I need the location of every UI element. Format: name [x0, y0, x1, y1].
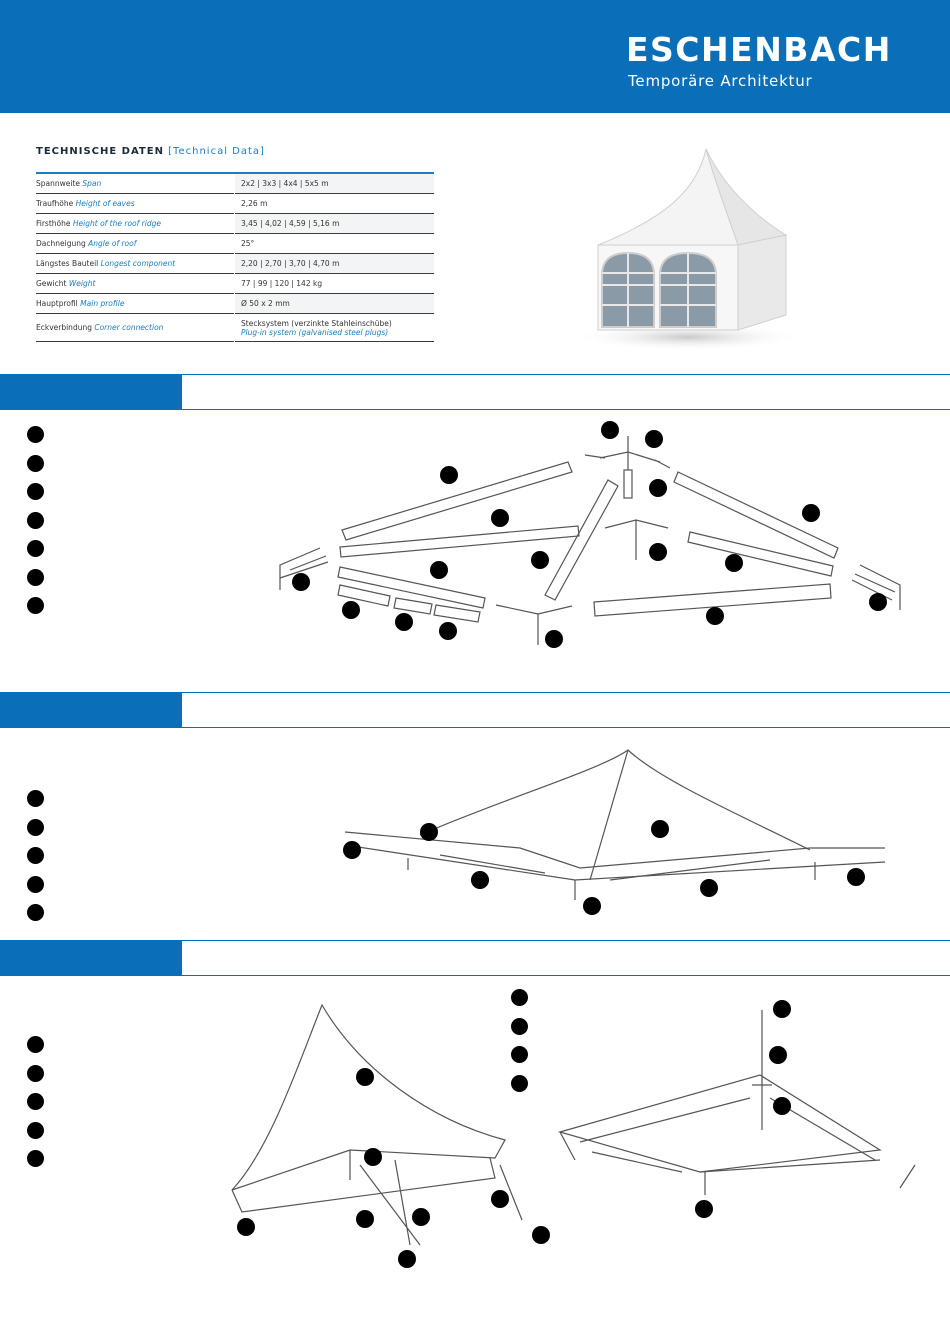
- legend-1: [27, 426, 44, 626]
- diagram-marker: [491, 1190, 509, 1208]
- legend-marker: [511, 1046, 528, 1063]
- legend-marker: [27, 904, 44, 921]
- diagram-marker: [532, 1226, 550, 1244]
- diagram-marker: [601, 421, 619, 439]
- diagram-marker: [420, 823, 438, 841]
- legend-2: [27, 790, 44, 933]
- legend-marker: [27, 454, 44, 472]
- legend-marker: [27, 875, 44, 893]
- header-bar: ESCHENBACH Temporäre Architektur: [0, 0, 950, 113]
- legend-marker: [27, 597, 44, 614]
- diagram-marker: [364, 1148, 382, 1166]
- technical-data-title: TECHNISCHE DATEN [Technical Data]: [36, 146, 265, 157]
- diagram-marker: [430, 561, 448, 579]
- tent-photo: [578, 148, 803, 351]
- legend-marker: [27, 511, 44, 529]
- section-tab-2: [0, 693, 182, 727]
- diagram-marker: [706, 607, 724, 625]
- lift-assembly-view: [231, 1003, 523, 1246]
- table-row: Spannweite Span 2x2 | 3x3 | 4x4 | 5x5 m: [36, 173, 434, 194]
- legend-marker: [27, 1093, 44, 1110]
- legend-marker: [511, 1017, 528, 1035]
- frame-assembly-view: [557, 1010, 916, 1195]
- legend-marker: [511, 1074, 528, 1092]
- legend-marker: [27, 1036, 44, 1053]
- section-tab-1: [0, 375, 182, 409]
- diagram-marker: [545, 630, 563, 648]
- legend-marker: [511, 989, 528, 1006]
- table-row: Firsthöhe Height of the roof ridge 3,45 …: [36, 213, 434, 234]
- section-tab-3: [0, 941, 182, 975]
- diagram-marker: [343, 841, 361, 859]
- diagram-marker: [869, 593, 887, 611]
- diagram-marker: [342, 601, 360, 619]
- table-row: Gewicht Weight 77 | 99 | 120 | 142 kg: [36, 273, 434, 294]
- diagram-marker: [292, 573, 310, 591]
- diagram-marker: [847, 868, 865, 886]
- table-row: Längstes Bauteil Longest component 2,20 …: [36, 253, 434, 274]
- technical-data-table: Spannweite Span 2x2 | 3x3 | 4x4 | 5x5 m …: [36, 172, 434, 342]
- diagram-marker: [695, 1200, 713, 1218]
- legend-marker: [27, 568, 44, 586]
- diagram-marker: [649, 479, 667, 497]
- diagram-marker: [491, 509, 509, 527]
- diagram-marker: [651, 820, 669, 838]
- diagram-marker: [356, 1210, 374, 1228]
- table-row: Dachneigung Angle of roof 25°: [36, 233, 434, 254]
- parts-exploded-view: [279, 436, 901, 645]
- legend-3: [27, 1036, 44, 1179]
- table-row: Traufhöhe Height of eaves 2,26 m: [36, 193, 434, 214]
- legend-marker: [27, 540, 44, 557]
- diagram-marker: [440, 466, 458, 484]
- diagram-marker: [802, 504, 820, 522]
- legend-marker: [27, 847, 44, 864]
- diagram-marker: [773, 1097, 791, 1115]
- brand-tagline: Temporäre Architektur: [628, 72, 813, 90]
- diagram-marker: [773, 1000, 791, 1018]
- section-band-3: [0, 940, 950, 976]
- diagram-marker: [412, 1208, 430, 1226]
- roof-assembly-view: [344, 749, 886, 900]
- table-row: Eckverbindung Corner connection Stecksys…: [36, 313, 434, 342]
- legend-4: [511, 989, 528, 1103]
- legend-marker: [27, 1150, 44, 1167]
- diagram-marker: [725, 554, 743, 572]
- legend-marker: [27, 790, 44, 807]
- legend-marker: [27, 426, 44, 443]
- diagram-marker: [645, 430, 663, 448]
- diagram-marker: [700, 879, 718, 897]
- diagram-marker: [439, 622, 457, 640]
- diagram-marker: [649, 543, 667, 561]
- diagram-marker: [356, 1068, 374, 1086]
- legend-marker: [27, 483, 44, 500]
- diagram-marker: [583, 897, 601, 915]
- section-band-1: [0, 374, 950, 410]
- diagram-marker: [395, 613, 413, 631]
- diagram-marker: [531, 551, 549, 569]
- legend-marker: [27, 1121, 44, 1139]
- table-row: Hauptprofil Main profile Ø 50 x 2 mm: [36, 293, 434, 314]
- brand-logo: ESCHENBACH: [626, 30, 892, 69]
- diagram-marker: [237, 1218, 255, 1236]
- diagram-marker: [398, 1250, 416, 1268]
- section-band-2: [0, 692, 950, 728]
- diagram-marker: [769, 1046, 787, 1064]
- legend-marker: [27, 1064, 44, 1082]
- legend-marker: [27, 818, 44, 836]
- diagram-marker: [471, 871, 489, 889]
